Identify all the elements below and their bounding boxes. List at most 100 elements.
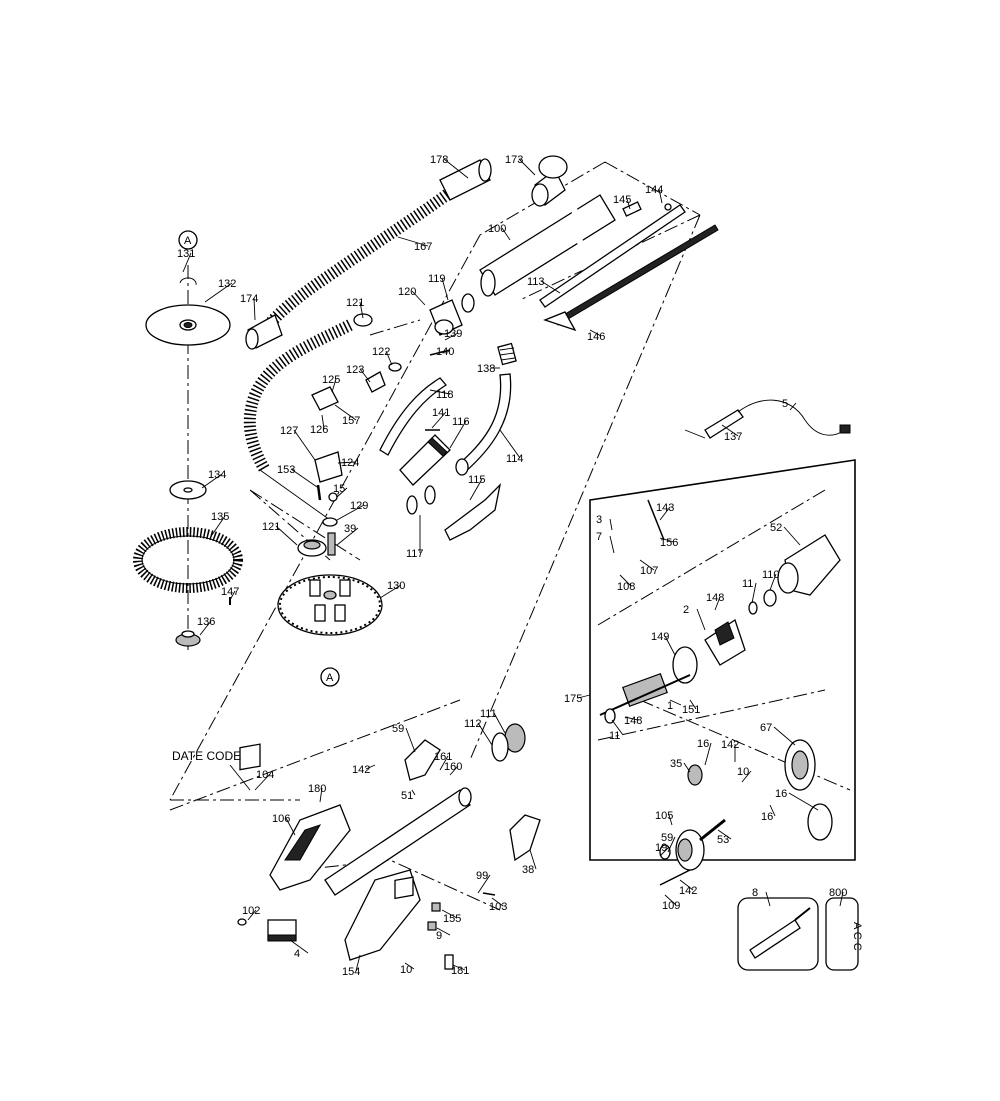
part-label: 16: [697, 738, 709, 750]
part-110: [763, 589, 777, 607]
part-label: 121: [262, 521, 280, 533]
part-label: 122: [372, 346, 390, 358]
part-1-armature: [599, 672, 691, 716]
leader-line: [839, 891, 844, 907]
leader-line: [765, 891, 771, 907]
part-135-belt: [133, 527, 243, 593]
part-11: [748, 601, 758, 615]
part-label: 19: [655, 842, 667, 854]
part-label: 116: [452, 416, 470, 428]
part-label: 5: [782, 398, 788, 410]
part-label: 141: [432, 407, 450, 419]
leader-line: [336, 487, 348, 498]
date-code-leader: [229, 764, 251, 791]
hose-128-tail: [259, 469, 331, 521]
part-120-housing: [429, 299, 463, 336]
leader-line: [334, 404, 357, 421]
part-label: 146: [587, 331, 605, 343]
part-label: 113: [527, 276, 545, 288]
part-label: 178: [430, 154, 448, 166]
part-label: 51: [401, 790, 413, 802]
part-label: 125: [322, 374, 340, 386]
part-149-ring: [672, 646, 698, 684]
part-154-box: [267, 919, 297, 942]
leader-line: [337, 461, 356, 464]
part-label: 144: [645, 184, 663, 196]
leader-line: [204, 282, 233, 303]
leader-line: [201, 473, 223, 489]
part-9: [431, 902, 441, 912]
part-132-pad: [145, 304, 231, 346]
leader-line: [429, 389, 451, 395]
part-114-tube: [455, 373, 512, 476]
part-123-spring: [365, 371, 386, 393]
part-label: 16: [775, 788, 787, 800]
leader-line: [336, 527, 359, 546]
part-label: 112: [464, 718, 482, 730]
leader-line: [359, 368, 371, 383]
leader-line: [589, 329, 602, 337]
assembly-boundary-handle: [169, 699, 501, 911]
part-label: 59: [661, 832, 673, 844]
part-2-stator: [704, 618, 746, 666]
part-113-rod: [539, 204, 686, 308]
part-131-clip: [179, 277, 197, 286]
leader-line: [411, 290, 426, 306]
part-label: 148: [624, 715, 642, 727]
part-67-gear-case: [784, 739, 816, 791]
leader-line: [696, 608, 706, 631]
leader-line: [493, 712, 506, 734]
part-label: 140: [436, 346, 454, 358]
callout-a-bottom: A: [320, 667, 340, 687]
leader-line: [491, 897, 504, 907]
part-143-rod: [647, 499, 665, 541]
part-180-label: [239, 743, 261, 771]
leader-line: [321, 414, 325, 430]
handle-tube: [324, 787, 472, 896]
part-800-kit: [737, 897, 819, 971]
part-label: 167: [414, 241, 432, 253]
part-label: 35: [670, 758, 682, 770]
leader-line: [441, 909, 458, 919]
hose-167: [260, 180, 464, 334]
leader-line: [199, 620, 212, 636]
leader-line: [469, 478, 483, 501]
leader-line: [667, 836, 676, 853]
part-144: [664, 203, 672, 211]
part-label: 99: [476, 870, 488, 882]
part-label: 38: [522, 864, 534, 876]
leader-line: [664, 635, 676, 656]
leader-line: [611, 719, 624, 736]
part-label: 157: [342, 415, 360, 427]
part-label: 109: [662, 900, 680, 912]
part-label: 147: [221, 586, 239, 598]
part-145: [622, 201, 642, 217]
leader-line: [336, 504, 365, 521]
part-38-shaft: [699, 818, 726, 842]
leader-line: [441, 277, 449, 301]
leader-line: [664, 894, 677, 906]
part-label: 10: [400, 964, 412, 976]
leader-line: [385, 350, 393, 366]
leader-line: [254, 773, 271, 791]
leader-line: [540, 280, 561, 294]
leader-line: [773, 726, 796, 746]
part-146-sheath: [543, 311, 577, 332]
part-label: 156: [660, 537, 678, 549]
leader-line: [359, 301, 364, 319]
leader-line: [247, 909, 257, 921]
leader-line: [449, 420, 467, 449]
part-label: 175: [564, 693, 582, 705]
part-label: 161: [434, 751, 452, 763]
leader-line: [289, 939, 309, 954]
part-124-bracket: [314, 451, 343, 483]
leader-line: [182, 252, 192, 273]
part-label: 4: [294, 948, 300, 960]
leader-line: [253, 297, 256, 321]
leader-line: [439, 755, 449, 771]
part-117-rings: [406, 485, 436, 515]
part-122: [388, 362, 402, 372]
part-label: 124: [341, 457, 359, 469]
part-label: 105: [655, 810, 673, 822]
part-label: 106: [272, 813, 290, 825]
